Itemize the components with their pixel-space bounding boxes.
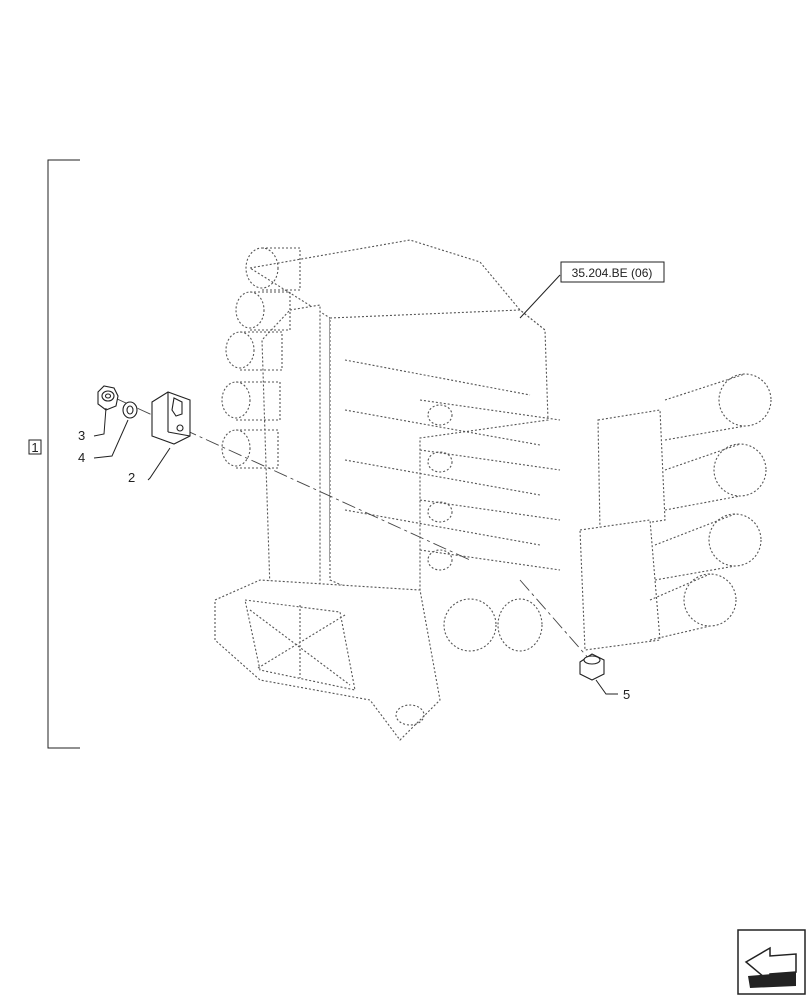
reference-label-text: 35.204.BE (06) — [572, 266, 653, 280]
next-page-arrow-icon[interactable] — [737, 929, 806, 995]
part-5-sleeve[interactable] — [579, 653, 605, 681]
valve-block-assembly — [214, 239, 772, 741]
callout-3: 3 — [78, 407, 107, 443]
assembly-bracket — [47, 159, 80, 749]
callout-4: 4 — [78, 419, 129, 465]
svg-text:2: 2 — [128, 470, 135, 485]
svg-text:5: 5 — [623, 687, 630, 702]
part-2-bracket[interactable] — [151, 391, 191, 445]
svg-text:3: 3 — [78, 428, 85, 443]
part-3-nut[interactable] — [97, 385, 119, 411]
reference-label[interactable]: 35.204.BE (06) — [519, 261, 665, 319]
assembly-callout-1[interactable]: 1 — [28, 439, 42, 455]
assembly-centerlines — [114, 397, 591, 661]
callout-5: 5 — [595, 679, 630, 702]
part-4-washer[interactable] — [122, 401, 138, 419]
svg-text:4: 4 — [78, 450, 85, 465]
callout-2: 2 — [128, 447, 171, 485]
assembly-callout-label: 1 — [31, 440, 38, 455]
